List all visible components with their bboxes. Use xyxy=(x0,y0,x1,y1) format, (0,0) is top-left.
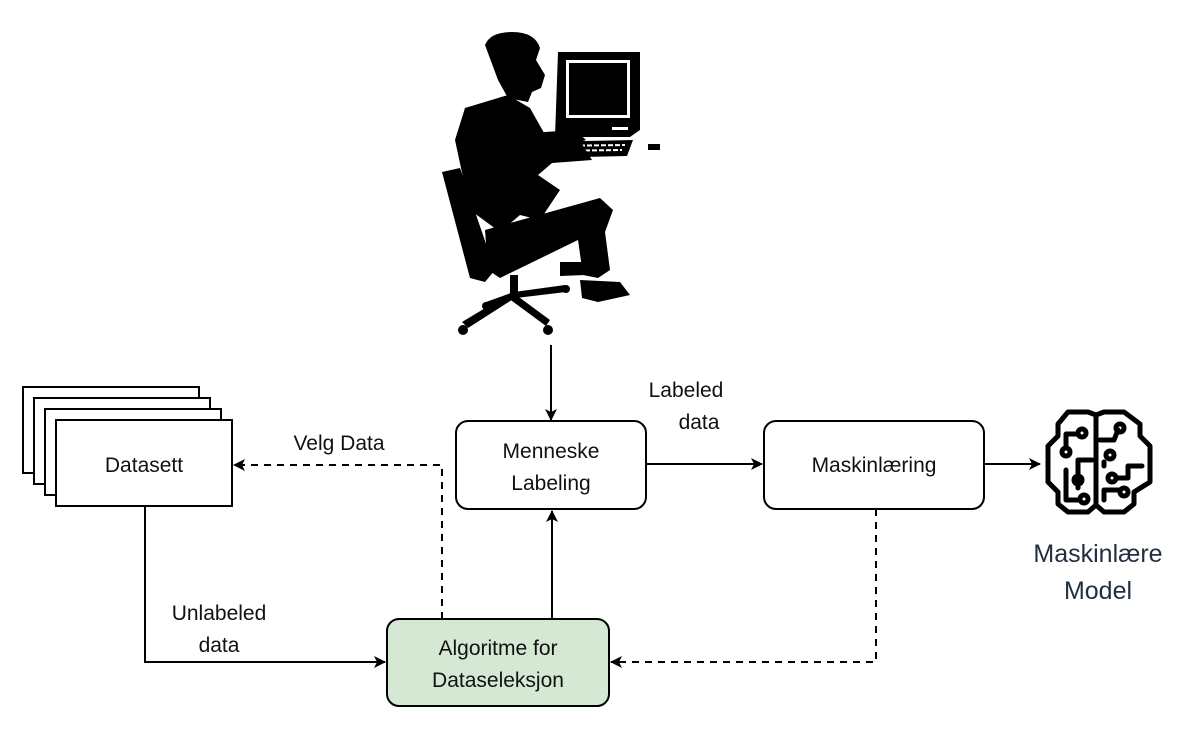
algoritme-node[interactable]: Algoritme for Dataseleksjon xyxy=(386,618,610,707)
unlabeled-data-label-line2: data xyxy=(199,634,240,657)
labeled-data-label-line1: Labeled xyxy=(649,379,724,402)
edge-feedback xyxy=(610,509,877,668)
algoritme-label-line1: Algoritme for xyxy=(438,637,557,660)
datasett-label: Datasett xyxy=(105,454,183,477)
edge-unlabeled-data xyxy=(144,506,386,668)
person-at-computer-icon xyxy=(442,32,660,335)
labeling-label-line2: Labeling xyxy=(511,472,590,495)
labeling-label-line1: Menneske xyxy=(503,440,600,463)
edge-velg-data xyxy=(233,459,443,619)
brain-circuit-icon xyxy=(1045,409,1153,515)
datasett-node[interactable]: Datasett xyxy=(22,386,233,507)
unlabeled-data-label-line1: Unlabeled xyxy=(172,602,267,625)
velg-data-label: Velg Data xyxy=(293,432,384,455)
algoritme-label-line2: Dataseleksjon xyxy=(432,669,564,692)
menneske-labeling-node[interactable]: Menneske Labeling xyxy=(455,420,647,510)
maskinlaering-node[interactable]: Maskinlæring xyxy=(763,420,985,510)
model-label-line1: Maskinlære xyxy=(1033,540,1162,568)
labeled-data-label-line2: data xyxy=(679,411,720,434)
model-label-line2: Model xyxy=(1064,577,1132,605)
maskinlaering-label: Maskinlæring xyxy=(812,454,937,477)
